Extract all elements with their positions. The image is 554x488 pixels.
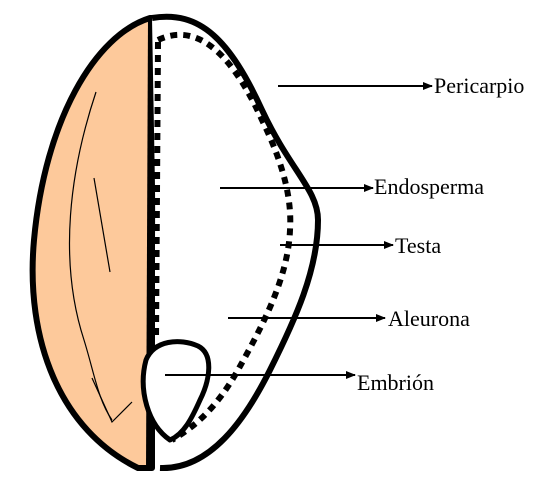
- aleurone-dashed-inner-edge: [156, 42, 158, 340]
- label-pericarpio: Pericarpio: [434, 73, 524, 98]
- label-testa: Testa: [395, 233, 441, 258]
- label-aleurona: Aleurona: [388, 306, 470, 331]
- label-endosperma: Endosperma: [374, 174, 484, 199]
- seed-left-half: [33, 18, 152, 468]
- label-embrion: Embrión: [357, 370, 434, 395]
